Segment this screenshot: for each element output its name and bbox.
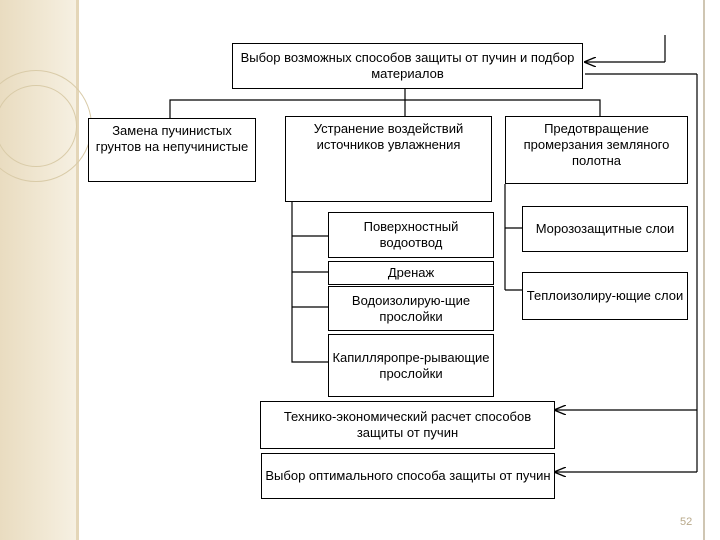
replace-soils-box: Замена пучинистых грунтов на непучинисты…	[88, 118, 256, 182]
waterproof-layers-box: Водоизолирую-щие прослойки	[328, 286, 494, 331]
insulation-layers-box: Теплоизолиру-ющие слои	[522, 272, 688, 320]
drainage-box: Дренаж	[328, 261, 494, 285]
slide-right-border	[703, 0, 705, 540]
sidebar-edge	[76, 0, 79, 540]
optimal-choice-box: Выбор оптимального способа защиты от пуч…	[261, 453, 555, 499]
decorative-circle	[0, 85, 77, 167]
economic-calc-box: Технико-экономический расчет способов за…	[260, 401, 555, 449]
choose-methods-box: Выбор возможных способов защиты от пучин…	[232, 43, 583, 89]
eliminate-moisture-box: Устранение воздействий источников увлажн…	[285, 116, 492, 202]
capillary-layers-box: Капилляропре-рывающие прослойки	[328, 334, 494, 397]
surface-drainage-box: Поверхностный водоотвод	[328, 212, 494, 258]
page-number: 52	[680, 516, 693, 528]
frost-layers-box: Морозозащитные слои	[522, 206, 688, 252]
prevent-freezing-box: Предотвращение промерзания земляного пол…	[505, 116, 688, 184]
